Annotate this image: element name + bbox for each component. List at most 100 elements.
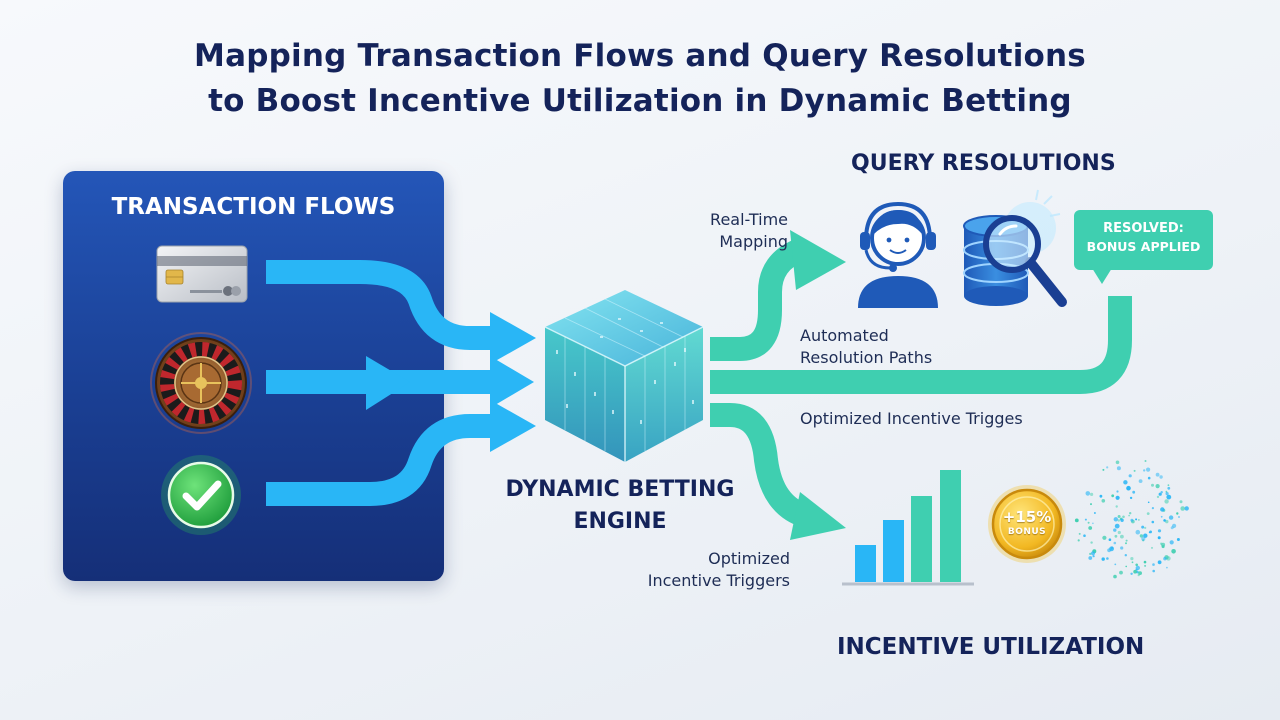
particle-dot [1158, 492, 1162, 496]
particle-dot [1146, 512, 1150, 515]
particle-dot [1141, 525, 1145, 529]
particle-dot [1138, 479, 1143, 483]
particle-dot [1125, 539, 1128, 542]
particle-dot [1074, 518, 1079, 523]
engine-cube-icon [544, 290, 704, 462]
particle-dot [1111, 494, 1115, 498]
particle-dot [1113, 528, 1117, 532]
particle-dot [1120, 534, 1124, 539]
particle-dot [1135, 565, 1141, 571]
resolved-bubble-line-2: BONUS APPLIED [1086, 239, 1201, 254]
automated-resolution-line-1: Automated [800, 326, 889, 345]
particle-dot [1116, 466, 1121, 471]
optimized-triggers-label: Optimized Incentive Trigges [800, 409, 1023, 428]
particle-dot [1157, 529, 1162, 533]
output-arrowheads [790, 230, 846, 540]
flow-to-bubble [710, 296, 1132, 394]
query-resolutions-heading: QUERY RESOLUTIONS [851, 151, 1116, 176]
particle-dot [1163, 519, 1166, 522]
particle-dot [1143, 533, 1148, 538]
particle-dot [1085, 491, 1091, 496]
bonus-coin-icon [988, 485, 1066, 563]
particle-dot [1151, 507, 1154, 510]
particle-dot [1131, 561, 1134, 564]
input-arrowheads [366, 312, 536, 452]
particle-dot [1117, 515, 1121, 518]
particle-dot [1151, 520, 1155, 524]
engine-label-line-1: DYNAMIC BETTING [505, 477, 735, 502]
particle-dot [1171, 549, 1176, 554]
particle-dot [1092, 522, 1094, 525]
particle-dot [1135, 563, 1138, 567]
particle-dot [1117, 530, 1121, 535]
particle-dot [1141, 536, 1146, 541]
particle-dot [1151, 546, 1153, 549]
particle-dot [1120, 518, 1124, 522]
particle-dot [1155, 472, 1160, 477]
particle-dot [1126, 485, 1131, 491]
particle-dot [1152, 569, 1155, 573]
particle-dot [1101, 499, 1106, 503]
particle-dot [1138, 571, 1142, 575]
particle-dot [1176, 512, 1179, 515]
particle-dot [1130, 572, 1133, 575]
particle-dot [1128, 514, 1130, 517]
engine-label-line-2: ENGINE [573, 509, 667, 534]
particle-dot [1143, 469, 1146, 472]
resolved-bubble-line-1: RESOLVED: [1103, 221, 1184, 236]
real-time-mapping-label: Real-Time Mapping [690, 209, 788, 253]
particle-dot [1166, 566, 1168, 569]
particle-dot [1155, 484, 1160, 489]
particle-dot [1107, 548, 1111, 553]
engine-label: DYNAMIC BETTING ENGINE [470, 474, 770, 538]
particle-dot [1144, 460, 1147, 462]
particle-dot [1161, 542, 1166, 547]
particle-dot [1138, 519, 1140, 521]
particle-dot [1102, 535, 1107, 540]
particle-dot [1139, 534, 1144, 538]
credit-card-icon [156, 245, 248, 303]
bonus-coin-label: +15% BONUS [987, 508, 1067, 538]
particle-dot [1147, 476, 1151, 480]
particle-dot [1093, 512, 1096, 514]
particle-dot [1090, 541, 1093, 544]
particle-dot [1160, 507, 1165, 512]
particle-dot [1156, 495, 1160, 499]
particle-dot [1113, 517, 1119, 522]
transaction-flows-heading: TRANSACTION FLOWS [111, 194, 396, 220]
particle-dot [1092, 555, 1095, 558]
page-title: Mapping Transaction Flows and Query Reso… [0, 34, 1280, 124]
particle-dot [1083, 534, 1086, 537]
particle-dot [1106, 466, 1109, 469]
bonus-coin-value: +15% [1002, 508, 1052, 526]
particle-dot [1129, 496, 1133, 500]
particle-dot [1088, 556, 1093, 560]
database-search-icon [963, 189, 1067, 307]
particle-dot [1159, 475, 1163, 479]
particle-dot [1135, 518, 1138, 521]
particle-dot [1180, 506, 1185, 511]
particle-dot [1099, 494, 1103, 498]
particle-dot [1113, 541, 1117, 545]
particle-dot [1117, 519, 1121, 522]
title-line-1: Mapping Transaction Flows and Query Reso… [194, 38, 1086, 74]
particle-dot [1166, 494, 1172, 500]
particle-dot [1179, 500, 1183, 504]
particle-dot [1152, 563, 1155, 566]
input-arrow-bottom [266, 414, 500, 506]
particle-dot [1078, 532, 1081, 535]
particle-dot [1184, 506, 1189, 511]
particle-dot [1084, 518, 1087, 521]
particle-dot [1102, 468, 1105, 471]
particle-dot [1115, 495, 1120, 500]
particle-dot [1148, 531, 1151, 534]
particle-dot [1157, 560, 1162, 565]
particle-dot [1144, 526, 1147, 530]
particle-dot [1144, 564, 1147, 567]
particle-dot [1167, 484, 1170, 487]
incentive-triggers-line-2: Incentive Triggers [647, 571, 790, 590]
particle-dot [1160, 515, 1163, 518]
incentive-triggers-line-1: Optimized [708, 549, 790, 568]
automated-resolution-label: Automated Resolution Paths [800, 325, 932, 369]
